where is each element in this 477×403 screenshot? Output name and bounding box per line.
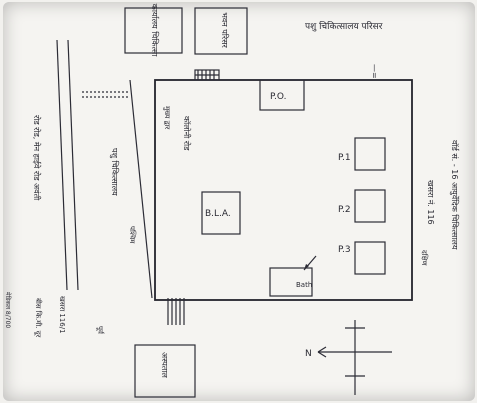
north-symbol: N [305, 349, 312, 359]
room-p2 [354, 189, 386, 223]
room-p1 [354, 137, 386, 171]
hatched-wall-top [194, 69, 220, 81]
right-margin-text: वॉर्ड सं. - 16 आयुर्वेदिक चिकित्सालय [449, 140, 460, 250]
vet-hospital-label: पशु चिकित्सालय [109, 148, 120, 196]
top-box-left [124, 7, 183, 54]
bottom-box-label: अस्पताल [160, 352, 169, 378]
bath-arrow-head [304, 264, 309, 270]
room-po [259, 79, 305, 111]
west-label: पश्चिम [128, 226, 137, 244]
top-box-right [194, 7, 248, 55]
road-lines [56, 39, 153, 299]
colony-label: कॉलोनी रोड [182, 116, 192, 151]
hatched-wall-bottom [167, 298, 185, 325]
gate-label: मुख्य द्वार [163, 106, 171, 129]
bottom-left-text: बीस कि.मी. दूर [33, 298, 43, 337]
top-box-right-label: भवन परिसर [220, 12, 230, 48]
area-label: खसरा नं. 116 [426, 180, 435, 225]
bottom-left-small: मेडिकल 8/700 [4, 292, 12, 328]
room-p3-label: P.3 [338, 245, 351, 255]
bottom-building [134, 344, 196, 398]
room-po-label: P.O. [270, 92, 286, 102]
top-right-marker: —= [370, 64, 379, 79]
room-p2-label: P.2 [338, 205, 351, 215]
room-p1-label: P.1 [338, 153, 351, 163]
room-bath-label: Bath [296, 281, 312, 289]
paper-sheet [3, 2, 475, 401]
east-label: पूर्व [96, 326, 105, 335]
south-label: दक्षिण [420, 250, 429, 267]
header-title: पशु चिकित्सालय परिसर [305, 20, 383, 32]
plot-number: खसरा 116/1 [58, 296, 66, 334]
road-left-label: रोड रोड, मेन हाईवे रोड अवंती [32, 115, 42, 201]
compass-rose [317, 320, 392, 395]
room-bath [269, 267, 313, 297]
room-p3 [354, 241, 386, 275]
top-box-left-label: कार्यालय चिकित्सा [150, 4, 160, 58]
room-bla [201, 191, 241, 235]
room-bla-label: B.L.A. [205, 209, 231, 219]
